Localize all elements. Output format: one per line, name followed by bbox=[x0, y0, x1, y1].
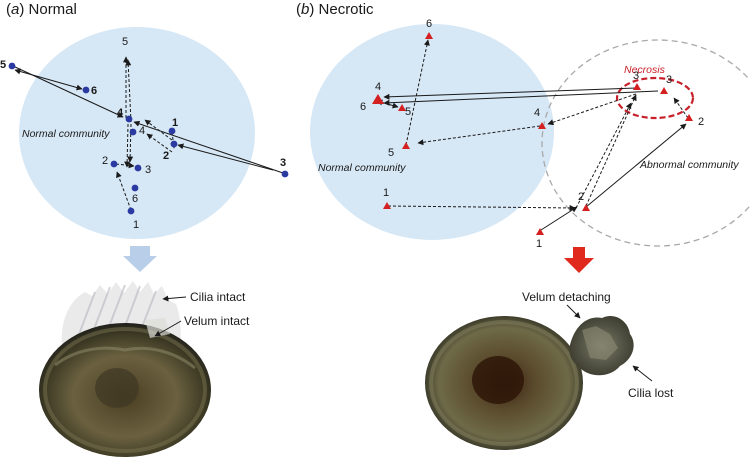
point-a-3-far bbox=[281, 170, 289, 178]
abnormal-community-label: Abnormal community bbox=[639, 159, 739, 171]
panel-a-title: (a) Normal bbox=[6, 1, 77, 18]
point-b-2-mid bbox=[582, 204, 590, 211]
label-b-2-right: 2 bbox=[698, 116, 704, 128]
necrosis-region bbox=[615, 76, 695, 120]
point-b-3-a bbox=[633, 83, 641, 90]
point-a-1-low bbox=[127, 207, 135, 215]
panel-a-dashed-arrows bbox=[115, 56, 177, 211]
velum-intact-label: Velum intact bbox=[184, 314, 250, 328]
label-a-2-right: 2 bbox=[163, 150, 169, 162]
label-b-2-mid: 2 bbox=[578, 191, 584, 203]
point-a-1 bbox=[168, 127, 176, 135]
panel-a: (a) Normal Normal community bbox=[0, 1, 289, 457]
cilia-lost-label: Cilia lost bbox=[628, 386, 674, 400]
label-b-5-b: 5 bbox=[388, 147, 394, 159]
label-a-3-far: 3 bbox=[280, 157, 286, 169]
label-b-6-left: 6 bbox=[360, 101, 366, 113]
label-a-2-left: 2 bbox=[102, 155, 108, 167]
point-a-6-low bbox=[131, 184, 139, 192]
label-a-4-right: 4 bbox=[139, 125, 145, 137]
label-b-4-mid: 4 bbox=[534, 107, 540, 119]
abnormal-community-region bbox=[541, 39, 750, 247]
label-a-5-top: 5 bbox=[122, 36, 128, 48]
down-arrow-a bbox=[123, 246, 157, 272]
label-a-6-low: 6 bbox=[132, 193, 138, 205]
point-b-5-a bbox=[398, 104, 406, 111]
point-b-4-mid bbox=[538, 122, 546, 129]
velum-detaching-label: Velum detaching bbox=[522, 290, 611, 304]
panel-b-dashed-arrows bbox=[387, 39, 689, 211]
point-b-1-bottom bbox=[536, 228, 544, 235]
normal-community-label: Normal community bbox=[22, 128, 110, 140]
panel-a-points bbox=[8, 62, 289, 215]
cilia-lost-pointer bbox=[632, 365, 653, 382]
velum-intact-pointer bbox=[154, 320, 182, 337]
label-a-6-near: 6 bbox=[91, 85, 97, 97]
cilia-intact-pointer bbox=[162, 295, 187, 302]
label-b-1-left: 1 bbox=[383, 187, 389, 199]
necrosis-label: Necrosis bbox=[624, 64, 666, 76]
label-a-4-left: 4 bbox=[117, 107, 124, 119]
normal-community-label-b: Normal community bbox=[318, 162, 406, 174]
larva-photo-normal bbox=[39, 281, 211, 457]
point-b-4-left bbox=[372, 94, 384, 104]
point-a-3-low bbox=[134, 164, 142, 172]
panel-b: (b) Necrotic Normal community Abnormal c… bbox=[296, 1, 750, 450]
point-a-4-right bbox=[129, 128, 137, 136]
point-b-2-right bbox=[685, 114, 693, 121]
point-a-5-far bbox=[8, 62, 16, 70]
point-b-3-b bbox=[660, 87, 668, 94]
panel-b-title: (b) Necrotic bbox=[296, 1, 374, 18]
label-a-3-low: 3 bbox=[145, 164, 151, 176]
larva-photo-necrotic bbox=[425, 315, 634, 450]
label-a-1-low: 1 bbox=[133, 219, 139, 231]
panel-a-point-labels: 5 6 5 4 4 1 2 3 2 3 6 1 bbox=[0, 36, 286, 231]
point-a-2-right bbox=[170, 140, 178, 148]
down-arrow-b bbox=[564, 247, 594, 273]
label-b-1-bottom: 1 bbox=[536, 238, 542, 250]
point-b-1-left bbox=[383, 202, 391, 209]
point-a-4-left bbox=[125, 115, 133, 123]
label-b-5-a: 5 bbox=[405, 106, 411, 118]
point-a-2-left bbox=[110, 160, 118, 168]
velum-detaching-pointer bbox=[566, 304, 581, 319]
label-b-3-b: 3 bbox=[666, 74, 672, 86]
panel-b-point-labels: 6 4 6 5 5 4 3 3 2 1 2 1 bbox=[360, 18, 704, 250]
normal-community-region-b bbox=[310, 24, 554, 240]
point-b-6 bbox=[425, 32, 433, 39]
point-b-5-b bbox=[402, 142, 410, 149]
label-b-4-left: 4 bbox=[375, 81, 381, 93]
panel-b-points bbox=[372, 32, 693, 235]
label-a-1: 1 bbox=[172, 117, 178, 129]
label-b-3-a: 3 bbox=[633, 70, 639, 82]
label-a-5-far: 5 bbox=[0, 59, 6, 71]
cilia-intact-label: Cilia intact bbox=[190, 290, 246, 304]
label-b-6: 6 bbox=[426, 18, 432, 30]
point-a-6-near bbox=[82, 86, 90, 94]
